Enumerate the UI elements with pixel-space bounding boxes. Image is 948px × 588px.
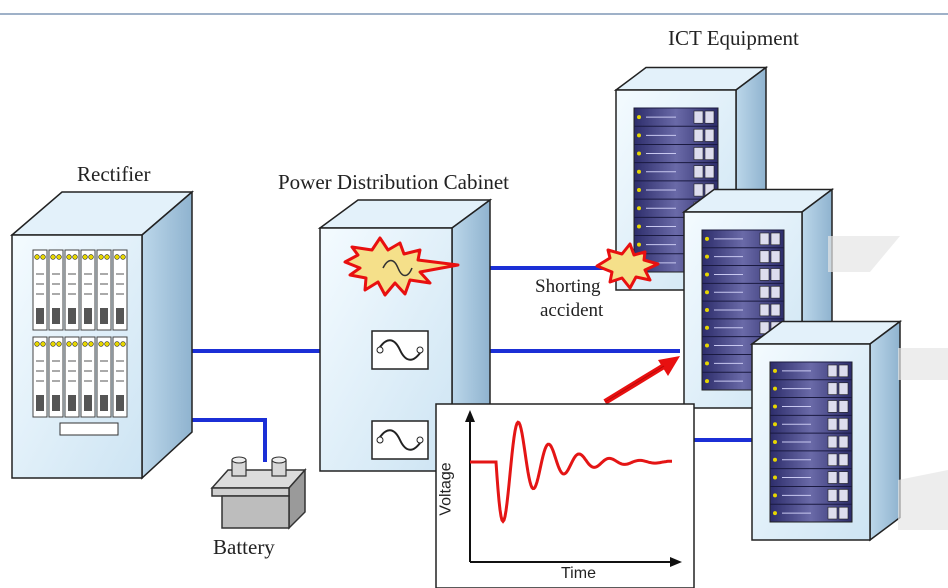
rectifier-modules [32,249,128,418]
red-arrow-icon [603,356,680,405]
rectifier-module [112,336,128,418]
distribution-cabinet [317,198,493,472]
voltage-graph [435,403,695,588]
ict-equipment-label: ICT Equipment [668,26,799,50]
rectifier-module [112,249,128,331]
battery-label: Battery [213,535,275,559]
rectifier-label: Rectifier [77,162,151,186]
blown-fuse-spark-icon [343,236,460,297]
rectifier-module [96,336,112,418]
rectifier-module [80,249,96,331]
ict-server-3 [749,320,903,542]
fuse-2-icon [371,330,429,370]
graph-y-axis-label: Voltage [437,462,455,516]
rectifier-display [59,422,119,436]
rectifier-module [64,249,80,331]
rectifier-module [96,249,112,331]
shorting-label-line1: Shorting [535,276,601,297]
fuse-3-icon [371,420,429,460]
server-shadow [828,236,900,272]
wire-rectifier-to-battery [168,418,267,462]
rectifier-module [48,336,64,418]
voltage-waveform [470,420,672,524]
shorting-spark-icon [595,242,660,290]
top-divider-line [0,13,948,15]
rectifier-module [48,249,64,331]
rectifier-module [80,336,96,418]
server-shadow [898,348,948,380]
battery-icon [210,456,307,530]
rectifier-module [32,336,48,418]
cabinet-label: Power Distribution Cabinet [278,170,509,194]
graph-x-axis-label: Time [561,565,596,582]
server-shadow [898,470,948,530]
rectifier-module [64,336,80,418]
shorting-label-line2: accident [540,300,604,321]
rectifier-module [32,249,48,331]
ict-servers [613,66,903,542]
rectifier-unit [9,190,195,480]
